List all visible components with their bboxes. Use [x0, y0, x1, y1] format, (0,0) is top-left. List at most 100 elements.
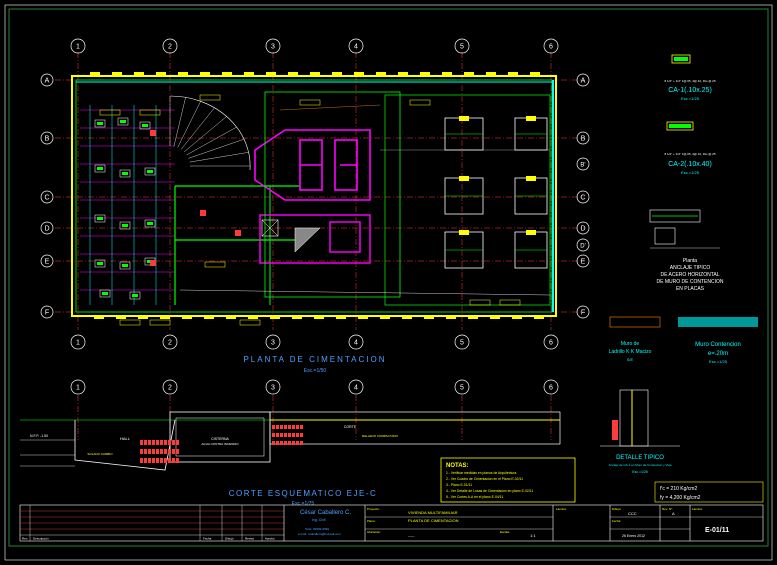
grid-bubble-label-2: 2	[168, 44, 172, 51]
grid-bubble-label-4: 4	[354, 340, 358, 347]
core-box	[261, 219, 279, 237]
soil-hatch	[160, 440, 163, 445]
grid-bubble-row-label: D	[580, 226, 585, 233]
title-block: Rev. Descripción Fecha Dibujó Revisó Apr…	[19, 504, 764, 542]
brick-wall	[609, 316, 661, 328]
stair-step	[184, 116, 227, 153]
grid-bubble-5	[454, 334, 470, 350]
grid-bubble-row-label: C	[44, 195, 49, 202]
project-name: VIVIENDA MULTIFAMILIAR	[408, 510, 458, 515]
grid-bubble-6	[543, 38, 559, 54]
soil-hatch	[144, 458, 147, 463]
footing	[94, 119, 106, 128]
label-tag	[299, 99, 321, 106]
grid-bubble-4	[348, 38, 364, 54]
label-tag	[199, 94, 221, 101]
footing	[94, 164, 106, 173]
grid-bubble-subrow	[576, 157, 590, 171]
column-tick-bottom	[336, 316, 346, 319]
grid-bubble-3	[265, 379, 281, 395]
section-mark	[150, 260, 156, 266]
grid-bubble-row-label: E	[45, 259, 50, 266]
grid-bubble-row	[40, 221, 54, 235]
date-label: Fecha:	[612, 519, 621, 523]
column-tick-bottom	[182, 316, 192, 319]
grid-bubble-1	[70, 38, 86, 54]
cut-label: CORTE	[344, 425, 357, 429]
column-tick-bottom	[270, 316, 280, 319]
column-section-2	[666, 121, 694, 131]
column-tick-bottom	[534, 316, 544, 319]
footing-core	[147, 170, 153, 173]
footing	[117, 117, 129, 126]
column-tick-top	[90, 72, 100, 76]
column-tick-top	[530, 72, 540, 76]
drawn-value: CCC	[628, 511, 637, 516]
retaining-wall	[678, 317, 758, 327]
column-tick-bottom	[512, 316, 522, 319]
anchorage-title-line: DE ACERO HORIZONTAL	[660, 272, 719, 278]
note-2: 2.- Ver Cuadro de Cimentacion en el Plan…	[446, 477, 523, 481]
footing-core	[147, 222, 153, 225]
location-label: Ubicación:	[367, 530, 381, 534]
footing	[119, 169, 131, 178]
soil-hatch	[164, 458, 167, 463]
sheet-note-label: Lámina:	[556, 507, 567, 511]
grid-bubble-label-3: 3	[271, 44, 275, 51]
section-slab	[269, 411, 561, 445]
project-label: Proyecto:	[367, 507, 380, 511]
column-tick-bottom	[160, 316, 170, 319]
grid-bubble-row-label: F	[581, 310, 585, 317]
engineer-name: César Caballero C.	[300, 510, 351, 516]
section-mark	[235, 230, 241, 236]
column-tick-bottom	[490, 316, 500, 319]
soil-hatch	[164, 440, 167, 445]
grid-bubble-label-3: 3	[271, 385, 275, 392]
steel-spec: fy = 4,200 Kg/cm2	[660, 495, 701, 501]
grid-bubble-label-4: 4	[354, 385, 358, 392]
grid-bubble-subrow-label: B'	[580, 163, 585, 169]
brick-wall-label-2: Ladrillo K K Macizo	[609, 349, 652, 355]
anchorage-title-line: ANCLAJE TIPICO	[670, 265, 711, 271]
brick-wall-scale: S/E	[627, 357, 634, 362]
stair-step	[186, 126, 237, 156]
stair-arc	[169, 95, 251, 171]
grid-bubble-1	[70, 334, 86, 350]
retaining-wall-label: Muro Contencion	[695, 342, 741, 348]
notes-box: NOTAS: 1.- Verificar medidas en planos d…	[440, 457, 576, 503]
soil-hatch-2	[288, 433, 291, 437]
column-tick-bottom	[204, 316, 214, 319]
location-value: -----	[408, 533, 415, 538]
column-tick-bottom	[468, 316, 478, 319]
detail-panel: 8 1/2" + 1/4" 1@.05, 4@.10, Rto @.25CA-1…	[600, 54, 758, 474]
footing-core	[122, 172, 128, 175]
grid-bubble-label-6: 6	[549, 385, 553, 392]
soil-hatch-2	[276, 441, 279, 445]
soil-hatch	[148, 458, 151, 463]
note-3: 3.- Plano E-01/11	[446, 483, 472, 487]
footing-core	[132, 294, 138, 297]
footing-column	[526, 116, 536, 121]
column-tick-top	[398, 72, 408, 76]
grid-bubble-3	[265, 334, 281, 350]
soil-hatch	[172, 458, 175, 463]
soil-hatch	[148, 440, 151, 445]
footing	[94, 259, 106, 268]
soil-hatch	[168, 449, 171, 454]
column-rebar-1	[674, 57, 688, 61]
grid-bubble-subrow	[576, 238, 590, 252]
plan-name: PLANTA DE CIMENTACION	[408, 518, 459, 523]
soil-hatch-2	[292, 425, 295, 429]
grid-bubble-row	[576, 305, 590, 319]
plan-scale: Esc.=1/50	[304, 368, 327, 374]
date-value: 26 Enero 2012	[622, 534, 645, 538]
anchorage-title-line: EN PLACAS	[676, 286, 705, 292]
rev-value: A	[672, 511, 675, 516]
soil-hatch	[176, 449, 179, 454]
column-tick-top	[200, 72, 210, 76]
column2-name: CA-2(.10x.40)	[668, 161, 712, 168]
note-1: 1.- Verificar medidas en planos de Arqui…	[446, 471, 517, 475]
rev-header-desc: Descripción	[33, 537, 49, 541]
